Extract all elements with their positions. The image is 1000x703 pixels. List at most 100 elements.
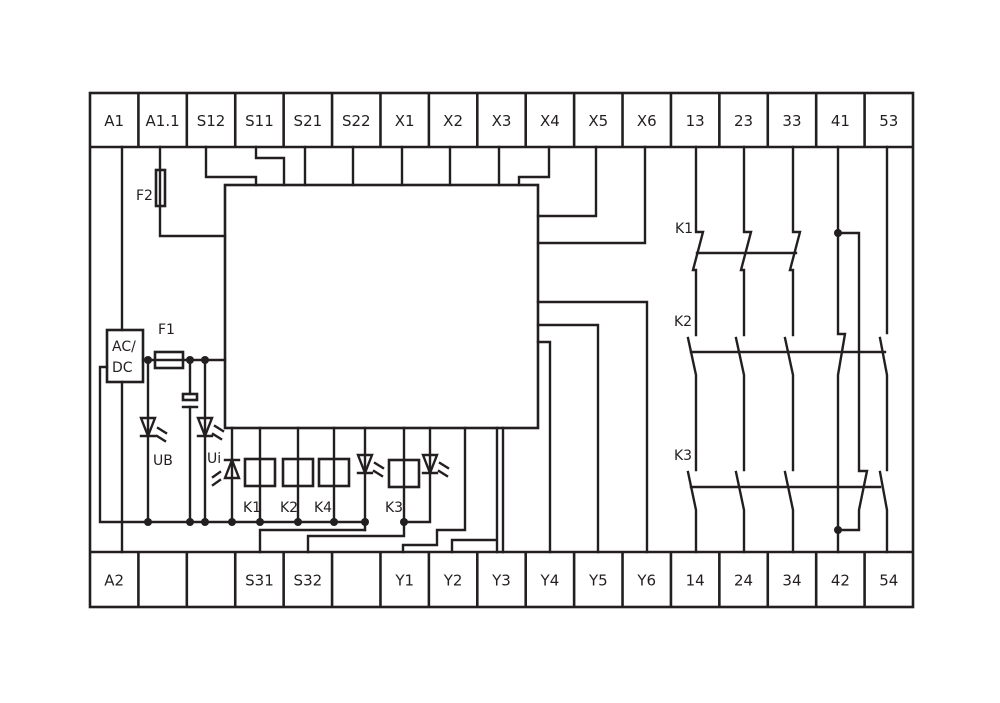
terminal-label: S21 [294,112,323,130]
bottom-terminal-Y6: Y6 [621,552,656,607]
nc-contact [739,145,753,337]
terminal-label: S11 [245,112,274,130]
terminal-label: A2 [104,572,124,590]
bottom-terminal-Y1: Y1 [379,552,414,607]
terminal-label: 34 [782,572,801,590]
bottom-terminal-S31: S31 [233,552,274,607]
top-terminal-A1: A1 [104,112,124,130]
top-terminal-X1: X1 [379,93,415,147]
terminal-label: 33 [782,112,801,130]
coil-k3-label: K3 [385,500,403,516]
bottom-terminal-Y3: Y3 [475,552,511,607]
led-ui-label: Ui [207,451,221,467]
terminal-label: Y3 [491,572,511,590]
terminal-label: 14 [686,572,705,590]
contacts-k3-label: K3 [674,448,692,464]
terminal-label: 54 [879,572,898,590]
device-outline [88,91,915,609]
top-terminal-53: 53 [863,93,898,147]
top-terminal-23: 23 [718,93,753,147]
led-ui-icon [196,416,225,441]
no-contact [734,470,746,554]
terminal-label: Y2 [443,572,463,590]
no-contact [686,336,698,472]
top-terminal-13: 13 [669,93,705,147]
top-terminal-S11: S11 [233,93,274,147]
capacitor-icon [181,392,199,402]
contacts-k1-label: K1 [675,221,693,237]
terminal-label: S31 [245,572,274,590]
terminal-label: Y4 [540,572,560,590]
control-logic-block [223,183,540,430]
top-terminal-S22: S22 [330,93,371,147]
no-contact [783,336,795,472]
terminal-label: 23 [734,112,753,130]
led-ub-label: UB [153,453,173,469]
ac-dc-converter [105,328,145,384]
terminal-label: X4 [540,112,560,130]
fuse-f1-label: F1 [158,322,175,338]
top-terminal-A1.1: A1.1 [137,93,180,147]
top-terminal-41: 41 [814,93,850,147]
terminal-label: Y5 [588,572,608,590]
fuse-f1 [153,350,185,370]
bottom-terminal-42: 42 [814,552,850,607]
ac-dc-label-2: DC [112,360,133,376]
bottom-terminal-Y4: Y4 [524,552,560,607]
no-contact [734,336,746,472]
top-terminal-strip: A1 A1.1 S12 S11 S21 S22 X1 X2 X3 X4 X5 X6 13 23 33 41 53 [104,93,898,147]
coil-k2-label: K2 [280,500,298,516]
bottom-terminal-Y5: Y5 [572,552,608,607]
nc-contact [691,145,705,337]
terminal-label: 42 [831,572,850,590]
top-terminal-X4: X4 [524,93,560,147]
fuse-f2 [154,168,167,208]
coil-k1-label: K1 [243,500,261,516]
coil-k4 [317,457,351,488]
terminal-label: A1.1 [146,112,180,130]
terminal-label: 24 [734,572,753,590]
led-ub-icon [139,416,168,443]
bottom-terminal-Y2: Y2 [427,552,463,607]
top-terminal-33: 33 [766,93,802,147]
coil-k1 [243,457,277,488]
relay-coils: K1 K2 K4 K3 [211,426,497,554]
coil-k4-label: K4 [314,500,332,516]
led-icon [356,453,385,478]
terminal-label: 53 [879,112,898,130]
top-terminal-X3: X3 [475,93,512,147]
terminal-label: S22 [342,112,371,130]
terminal-label: S32 [294,572,323,590]
input-wiring [204,145,649,554]
bottom-terminal-34: 34 [766,552,802,607]
terminal-label: X5 [588,112,608,130]
bottom-terminal-strip: A2 S31 S32 Y1 Y2 Y3 Y4 Y5 Y6 14 24 34 42 54 [104,552,898,607]
no-contact [783,470,795,554]
bottom-terminal-14: 14 [669,552,705,607]
terminal-label: X3 [492,112,512,130]
contacts-k2-label: K2 [674,314,692,330]
terminal-label: Y6 [636,572,656,590]
terminal-label: 41 [831,112,850,130]
fuse-f2-label: F2 [136,188,153,204]
top-terminal-X2: X2 [427,93,463,147]
top-terminal-X5: X5 [572,93,608,147]
top-terminal-X6: X6 [621,93,657,147]
bottom-terminal-A2: A2 [104,572,124,590]
coil-k2 [281,457,315,488]
led-icon [421,453,450,478]
terminal-label: A1 [104,112,124,130]
top-terminal-S21: S21 [282,93,323,147]
bottom-terminal-S32: S32 [282,552,323,607]
no-contact [686,470,698,554]
led-icon [211,456,241,487]
relay-contacts: K1 K2 K3 [674,145,889,554]
ac-dc-label: AC/ [112,339,136,355]
terminal-label: X2 [443,112,463,130]
bottom-terminal-24: 24 [718,552,753,607]
terminal-label: Y1 [394,572,414,590]
terminal-label: S12 [197,112,226,130]
terminal-label: X6 [637,112,657,130]
